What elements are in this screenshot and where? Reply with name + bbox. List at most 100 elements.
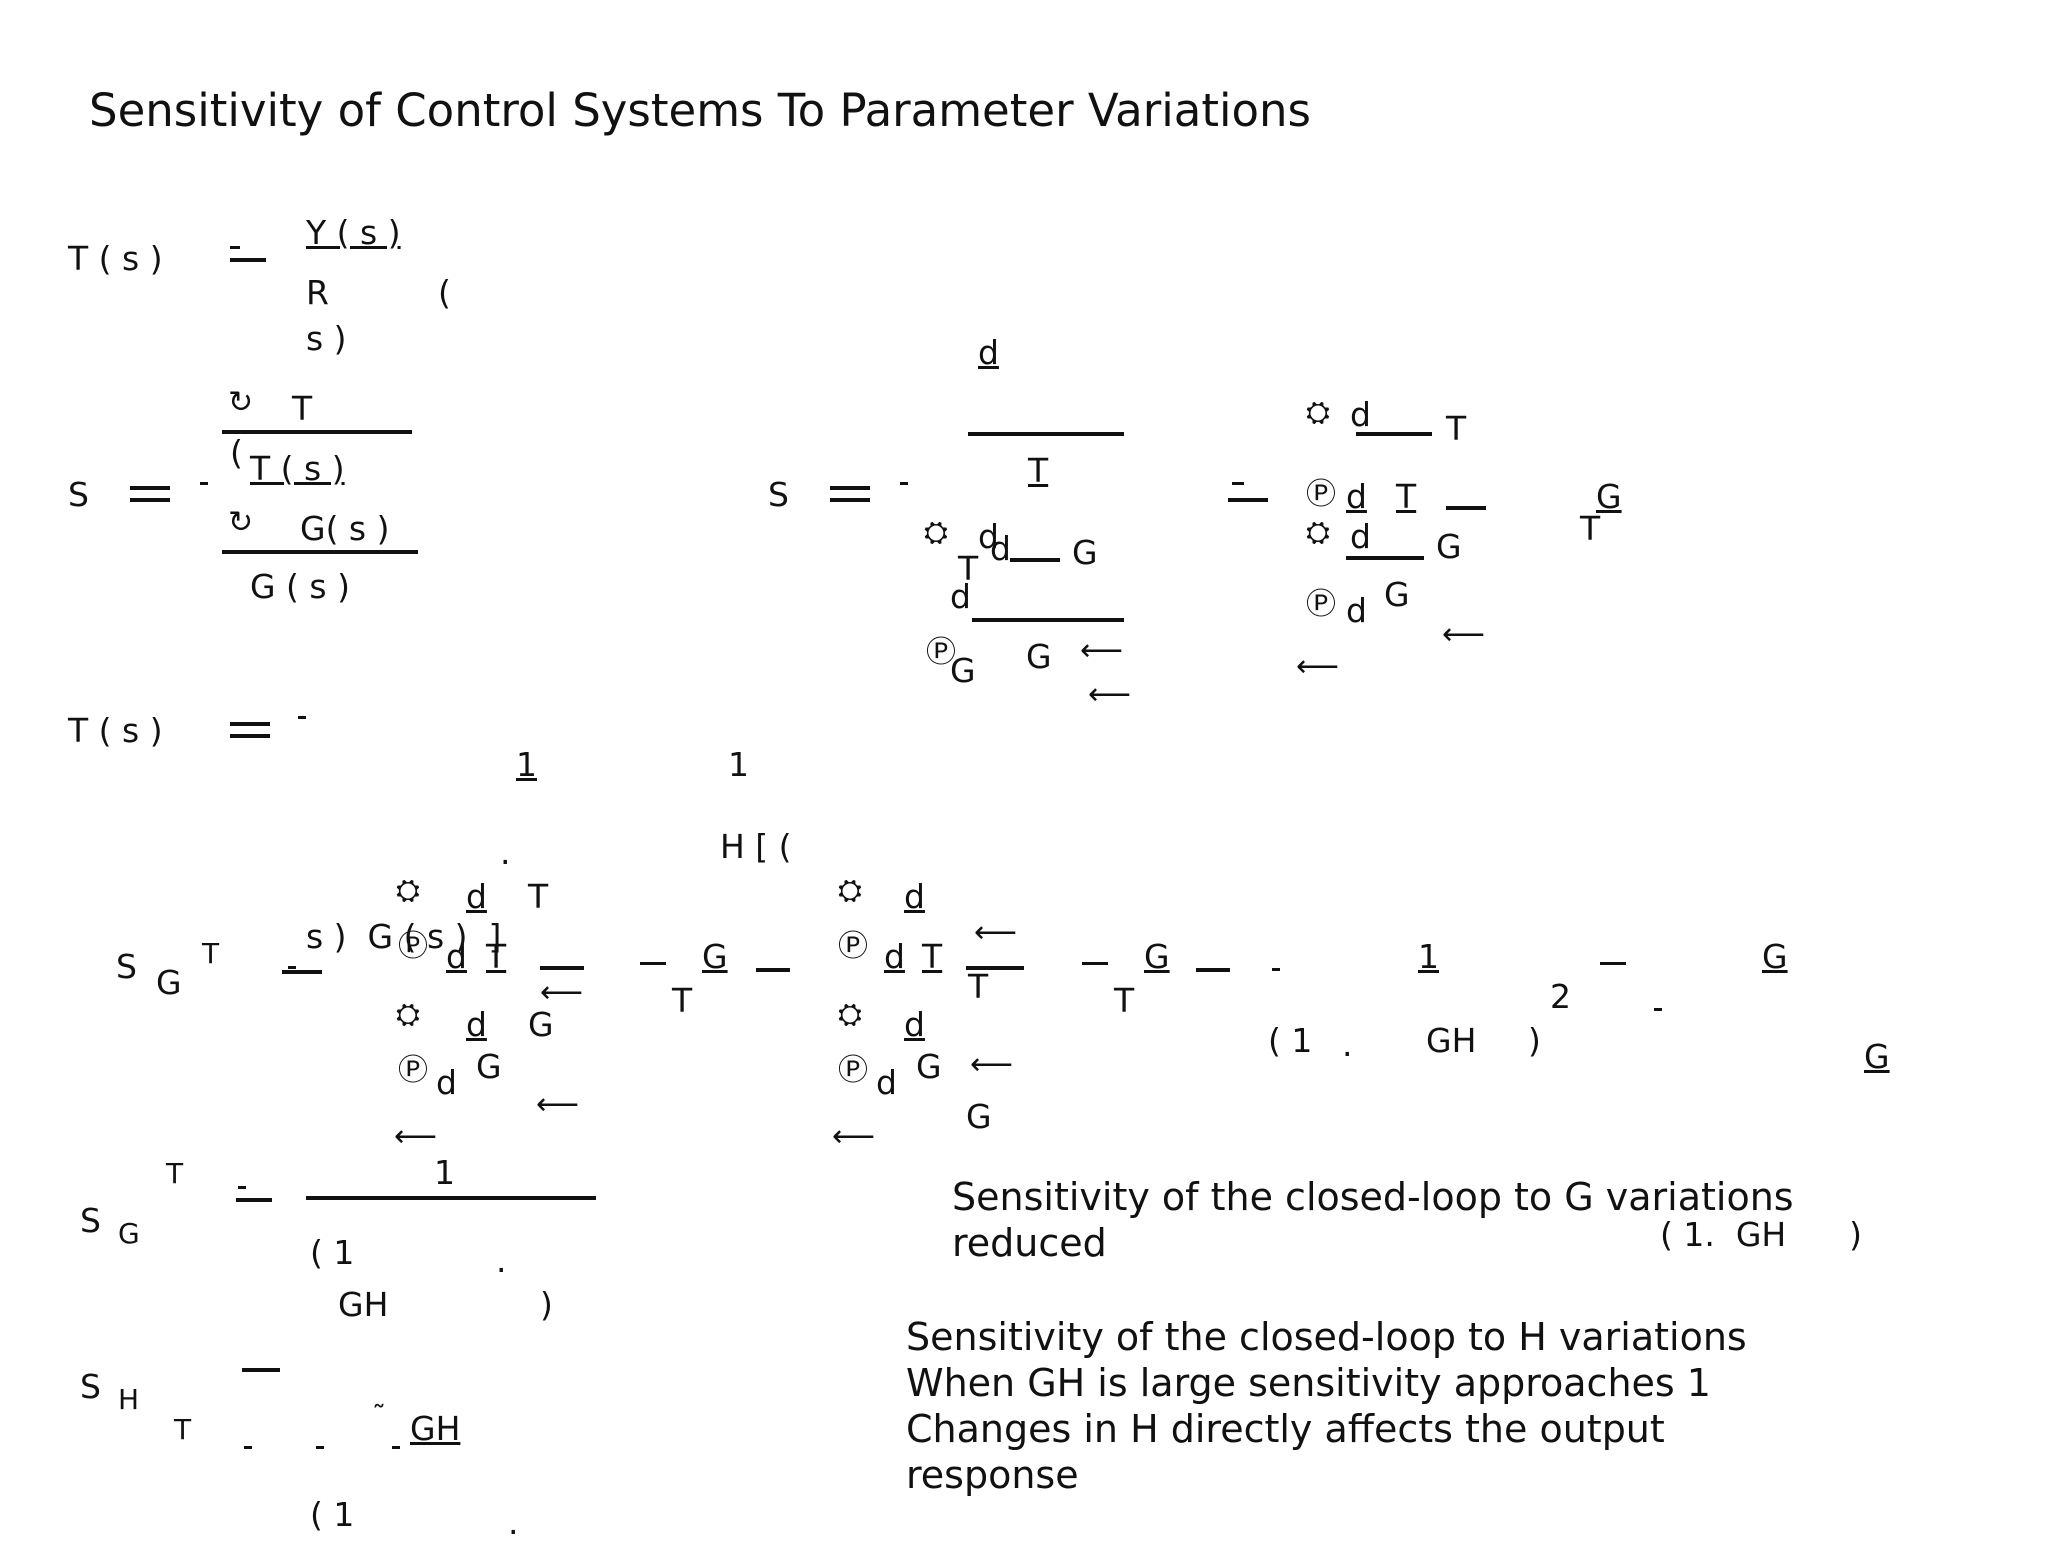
eq1-denominator-s: s ) (306, 319, 347, 358)
note-g-line2: reduced (952, 1221, 1107, 1265)
eq5-e-lparen: ( 1 (1268, 1021, 1313, 1060)
arrow-glyph-icon: ⟵ (1088, 677, 1132, 712)
eq5-minus (288, 966, 296, 969)
eq6-denom-dot: . (496, 1241, 507, 1280)
eq6-denom-close: ) (540, 1285, 553, 1324)
circled-p-icon: Ⓟ (398, 929, 428, 964)
arrow-glyph-icon: ⟵ (394, 1119, 438, 1154)
eq5-eqbar (282, 970, 322, 974)
eq4-equals-a (230, 722, 270, 726)
eq5-b-dash (640, 962, 666, 965)
eq3b-g2: G (1436, 527, 1462, 566)
eq5-a-g2: G (476, 1047, 502, 1086)
eq5-e-gh: GH (1426, 1021, 1477, 1060)
note-h-line2: When GH is large sensitivity approaches … (906, 1361, 1711, 1405)
arrow-glyph-icon: ⟵ (832, 1119, 876, 1154)
eq5-d-dash (1082, 962, 1108, 965)
arrow-glyph-icon: ⟵ (1296, 649, 1340, 684)
eq5-e-one: 1 (1418, 937, 1439, 976)
eq1-equals-top (230, 246, 240, 249)
eq7-denom-open: ( 1 (310, 1495, 355, 1534)
eq2-bottom-fraction-bar (222, 550, 418, 554)
eq5-b-bar (756, 968, 790, 972)
eq5-a-bar (540, 966, 584, 970)
eq6-denom-gh: GH (338, 1285, 389, 1324)
eq4-h-bracket: H [ ( (720, 827, 792, 866)
partial-derivative-icon: ⛭ (924, 515, 948, 550)
eq3b-d4: d (1346, 591, 1367, 630)
eq4-numerator-1: 1 (516, 745, 537, 784)
eq5-e-rparen: ) (1528, 1021, 1541, 1060)
eq2-s: S (68, 475, 89, 514)
eq6-numerator: 1 (434, 1153, 455, 1192)
partial-derivative-icon: ⛭ (1306, 395, 1330, 430)
eq1-equals (230, 258, 266, 262)
eq5-c-g2: G (916, 1047, 942, 1086)
eq3-g-low: G (950, 651, 976, 690)
eq3b-g: G (1596, 477, 1622, 516)
eq6-sub-g: G (118, 1217, 140, 1250)
eq3b-d1: d (1350, 395, 1371, 434)
eq7-overbar (242, 1368, 280, 1372)
eq3-minus (900, 482, 908, 485)
eq1-denominator-r: R (306, 273, 329, 312)
eq5-a-t1: T (528, 877, 549, 916)
eq5-e-dot: . (1342, 1025, 1353, 1064)
eq5-a-d3: d (466, 1005, 487, 1044)
eq5-d-minus (1272, 968, 1280, 971)
note-h-line4: response (906, 1453, 1079, 1497)
eq6-denom-open: ( 1 (310, 1233, 355, 1272)
eq3-g-mid: G (1072, 533, 1098, 572)
eq7-s: S (80, 1367, 101, 1406)
eq5-b-g: G (702, 937, 728, 976)
eq3b-t3: T (1580, 509, 1601, 548)
eq2-top-ts: T ( s ) (250, 449, 345, 488)
note-h-line1: Sensitivity of the closed-loop to H vari… (906, 1315, 1747, 1359)
eq5-d-t: T (1114, 981, 1135, 1020)
eq6-s: S (80, 1201, 101, 1240)
eq5-c-d3: d (904, 1005, 925, 1044)
eq1-numerator: Y ( s ) (306, 213, 401, 252)
eq3b-d3: d (1350, 517, 1371, 556)
eq3-main-bar (968, 432, 1124, 436)
eq3b-bar3 (1346, 556, 1424, 560)
eq2-bottom-denominator: G ( s ) (250, 567, 350, 606)
eq5-a-d2: d (446, 937, 467, 976)
eq5-c-t3: T (968, 967, 989, 1006)
partial-derivative-icon: ⛭ (838, 997, 862, 1032)
eq3b-t1: T (1446, 409, 1467, 448)
circled-p-icon: Ⓟ (838, 929, 868, 964)
eq5-a-g1: G (528, 1005, 554, 1044)
circled-p-icon: Ⓟ (1306, 477, 1336, 512)
eq4-numerator-1b: 1 (728, 745, 749, 784)
eq3b-bar1 (1356, 432, 1432, 436)
eq3b-bar2 (1446, 506, 1486, 510)
circled-p-icon: Ⓟ (398, 1053, 428, 1088)
eq7-minus-a (244, 1446, 252, 1449)
eq7-sup-t: T (174, 1413, 192, 1446)
eq7-tilde: ˜ (372, 1399, 386, 1432)
eq3-mid-bar (1010, 558, 1060, 562)
eq5-c-g3: G (966, 1097, 992, 1136)
arrow-glyph-icon: ⟵ (536, 1087, 580, 1122)
eq5-e-two: 2 (1550, 977, 1571, 1016)
eq3-d-mid2: d (990, 529, 1011, 568)
eq3b-d2: d (1346, 477, 1367, 516)
eq5-a-d1: d (466, 877, 487, 916)
eq3-d-top: d (978, 333, 999, 372)
eq2-equals-a (130, 486, 170, 490)
eq5-c-d4: d (876, 1063, 897, 1102)
note-g-denominator: ( 1. GH ) (1660, 1215, 1863, 1254)
eq3-low-bar (972, 618, 1124, 622)
eq3-minus-2 (1232, 482, 1244, 485)
eq3b-g3: G (1384, 575, 1410, 614)
eq6-sup-t: T (166, 1157, 184, 1190)
eq4-dot: . (500, 833, 511, 872)
eq6-eqbar (236, 1198, 272, 1202)
eq5-c-d1: d (904, 877, 925, 916)
eq5-b-t: T (672, 981, 693, 1020)
eq3-t-top: T (1028, 451, 1049, 490)
eq5-a-t2: T (486, 937, 507, 976)
eq2-minus (200, 482, 208, 485)
eq4-equals-b (230, 734, 270, 738)
